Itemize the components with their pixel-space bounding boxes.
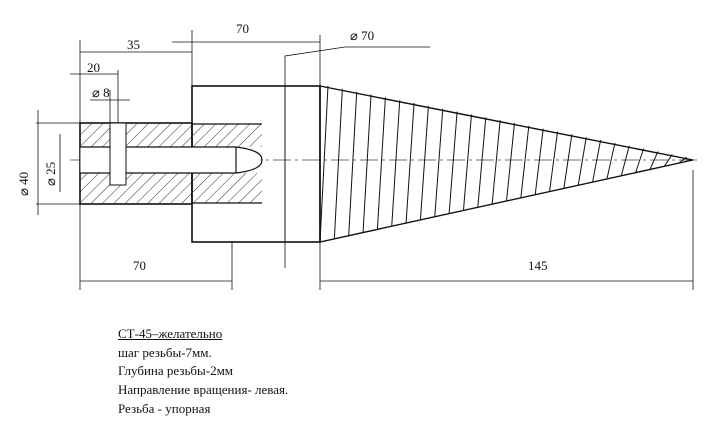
thread-line (462, 114, 472, 211)
thread-line (477, 117, 487, 208)
thread-line (376, 97, 386, 230)
dim-diameter-40: ⌀ 40 (16, 172, 31, 196)
thread-line (362, 94, 372, 233)
pin-hole (109, 122, 127, 186)
dimension-lines (36, 30, 694, 290)
thread-line (319, 85, 329, 243)
thread-line (434, 108, 444, 217)
thread-line (678, 156, 687, 164)
dim-diameter-8: ⌀ 8 (92, 85, 110, 100)
thread-line (592, 139, 602, 183)
thread-line (563, 134, 573, 189)
thread-line (391, 100, 401, 227)
thread-line (491, 120, 501, 205)
notes-line-1: шаг резьбы-7мм. (118, 345, 212, 360)
thread-line (577, 137, 587, 186)
dim-diameter-25: ⌀ 25 (43, 162, 58, 186)
thread-line (506, 122, 515, 202)
thread-line (606, 142, 616, 180)
bore-end (235, 146, 263, 174)
dim-70-bottom: 70 (133, 258, 146, 273)
thread-line (333, 88, 343, 239)
thread-line (419, 105, 429, 220)
dim-35: 35 (127, 37, 140, 52)
dim-145: 145 (528, 258, 548, 273)
notes-line-2: Глубина резьбы-2мм (118, 363, 234, 378)
thread-line (348, 91, 358, 236)
body-hatch-bottom (192, 173, 262, 203)
notes-title: СТ-45–желательно (118, 326, 223, 341)
notes-line-3: Направление вращения- левая. (118, 382, 289, 397)
dim-diameter-70: ⌀ 70 (350, 28, 374, 43)
hub-hatch-top (80, 124, 192, 147)
dimension-texts: 70 ⌀ 70 35 20 ⌀ 8 ⌀ 40 ⌀ 25 70 145 (16, 21, 548, 273)
thread-line (520, 125, 530, 198)
bore (80, 122, 263, 186)
dim-20: 20 (87, 60, 100, 75)
notes-line-4: Резьба - упорная (118, 401, 211, 416)
hub-section (79, 122, 193, 205)
thread-line (534, 128, 544, 195)
thread-line (405, 103, 415, 224)
body-section (191, 85, 321, 243)
thread-line (448, 111, 458, 214)
thread-line (620, 145, 630, 176)
body-hatch-top (192, 124, 262, 147)
threaded-cone (319, 85, 694, 243)
thread-line (649, 151, 659, 170)
hub-hatch-bottom (80, 173, 192, 203)
dim-70-top: 70 (236, 21, 249, 36)
bore-clear (80, 147, 260, 173)
thread-line (549, 131, 559, 192)
thread-line (663, 154, 673, 167)
cone-outline (319, 85, 694, 243)
thread-line (635, 148, 645, 173)
